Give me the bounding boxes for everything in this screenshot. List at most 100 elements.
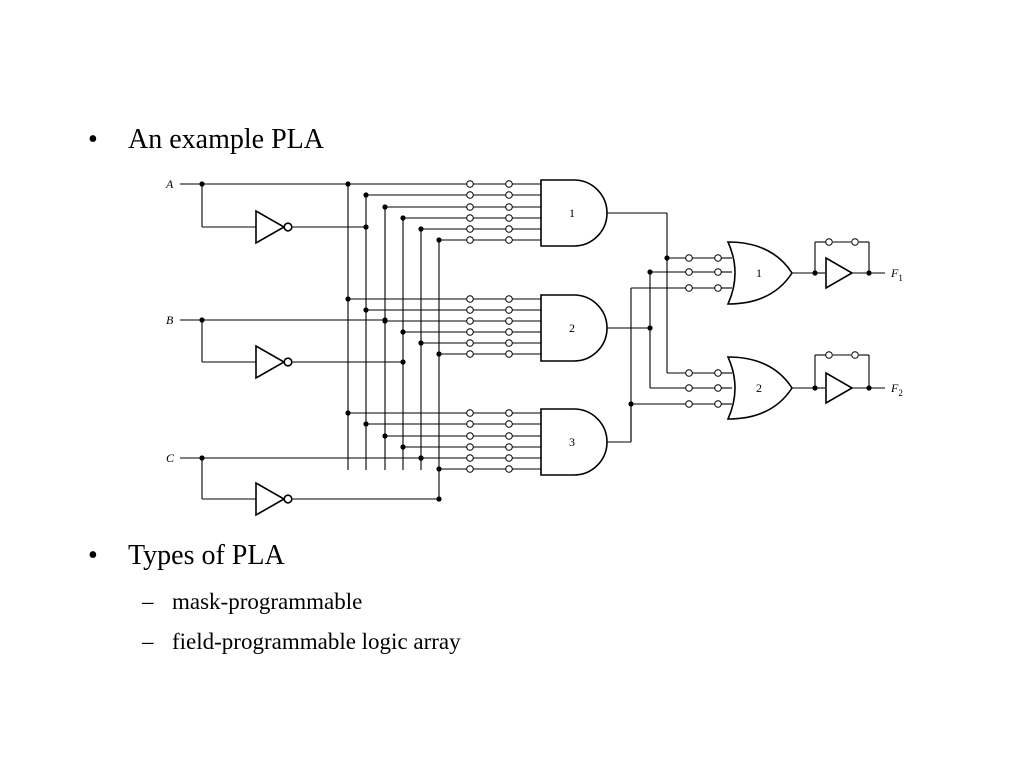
fuse-link: [466, 409, 474, 417]
fuse-link: [466, 295, 474, 303]
junction-dot: [199, 181, 205, 187]
and-gate-3: [540, 408, 608, 476]
junction-dot: [382, 204, 388, 210]
fuse-link: [466, 191, 474, 199]
output-buffer: [825, 256, 854, 290]
fuse-link: [466, 420, 474, 428]
dash-marker: –: [142, 589, 154, 614]
fuse-link: [505, 454, 513, 462]
fuse-link: [851, 238, 859, 246]
input-label-a: A: [165, 177, 174, 191]
fuse-link: [505, 180, 513, 188]
fuse-link: [685, 254, 693, 262]
or-gate-1: [726, 241, 793, 305]
fuse-link: [466, 203, 474, 211]
bullet-text: An example PLA: [128, 124, 324, 155]
fuse-link: [685, 400, 693, 408]
junction-dot: [199, 317, 205, 323]
fuse-link: [505, 214, 513, 222]
sub-item-text: mask-programmable: [172, 589, 363, 614]
fuse-link: [466, 225, 474, 233]
fuse-link: [505, 339, 513, 347]
inverter-bubble: [283, 357, 293, 367]
junction-dot: [400, 215, 406, 221]
output-label-1: F1: [890, 266, 903, 283]
fuse-link: [714, 284, 722, 292]
fuse-link: [685, 384, 693, 392]
fuse-link: [505, 432, 513, 440]
fuse-link: [505, 317, 513, 325]
output-buffer: [825, 371, 854, 405]
inverter-bubble: [283, 222, 293, 232]
junction-dot: [382, 318, 388, 324]
junction-dot: [812, 270, 818, 276]
junction-dot: [345, 410, 351, 416]
bullet-example-pla: • An example PLA: [88, 126, 324, 154]
and-gate-number: 1: [569, 206, 575, 220]
inverter-bubble: [283, 494, 293, 504]
junction-dot: [436, 496, 442, 502]
fuse-link: [466, 180, 474, 188]
fuse-link: [466, 214, 474, 222]
junction-dot: [199, 455, 205, 461]
bullet-text: Types of PLA: [128, 540, 285, 571]
junction-dot: [866, 270, 872, 276]
junction-dot: [418, 340, 424, 346]
junction-dot: [363, 224, 369, 230]
junction-dot: [400, 359, 406, 365]
and-gate-1: [540, 179, 608, 247]
fuse-link: [505, 295, 513, 303]
sub-item-mask-programmable: – mask-programmable: [142, 590, 362, 613]
fuse-link: [466, 236, 474, 244]
fuse-link: [825, 351, 833, 359]
sub-item-field-programmable: – field-programmable logic array: [142, 630, 461, 653]
or-gate-2: [726, 356, 793, 420]
fuse-link: [825, 238, 833, 246]
fuse-link: [714, 268, 722, 276]
fuse-link: [466, 465, 474, 473]
junction-dot: [436, 351, 442, 357]
and-gate-number: 3: [569, 435, 575, 449]
fuse-link: [714, 369, 722, 377]
bullet-marker: •: [88, 540, 98, 571]
fuse-link: [466, 454, 474, 462]
fuse-link: [714, 400, 722, 408]
junction-dot: [418, 226, 424, 232]
or-gate-number: 2: [756, 381, 762, 395]
fuse-link: [505, 420, 513, 428]
junction-dot: [664, 255, 670, 261]
junction-dot: [345, 296, 351, 302]
junction-dot: [345, 181, 351, 187]
junction-dot: [382, 433, 388, 439]
fuse-link: [505, 443, 513, 451]
sub-item-text: field-programmable logic array: [172, 629, 461, 654]
junction-dot: [628, 401, 634, 407]
fuse-link: [505, 236, 513, 244]
fuse-link: [505, 225, 513, 233]
fuse-link: [466, 339, 474, 347]
fuse-link: [685, 369, 693, 377]
fuse-link: [466, 317, 474, 325]
bullet-types-of-pla: • Types of PLA: [88, 542, 285, 570]
dash-marker: –: [142, 629, 154, 654]
fuse-link: [505, 350, 513, 358]
junction-dot: [866, 385, 872, 391]
inverter-b: [255, 344, 286, 380]
fuse-link: [505, 306, 513, 314]
fuse-link: [466, 328, 474, 336]
fuse-link: [466, 432, 474, 440]
junction-dot: [363, 307, 369, 313]
inverter-c: [255, 481, 286, 517]
fuse-link: [505, 191, 513, 199]
fuse-link: [505, 328, 513, 336]
output-label-2: F2: [890, 381, 903, 398]
or-gate-number: 1: [756, 266, 762, 280]
fuse-link: [685, 268, 693, 276]
and-gate-number: 2: [569, 321, 575, 335]
fuse-link: [714, 254, 722, 262]
input-label-b: B: [166, 313, 174, 327]
junction-dot: [363, 192, 369, 198]
bullet-marker: •: [88, 124, 98, 155]
fuse-link: [685, 284, 693, 292]
